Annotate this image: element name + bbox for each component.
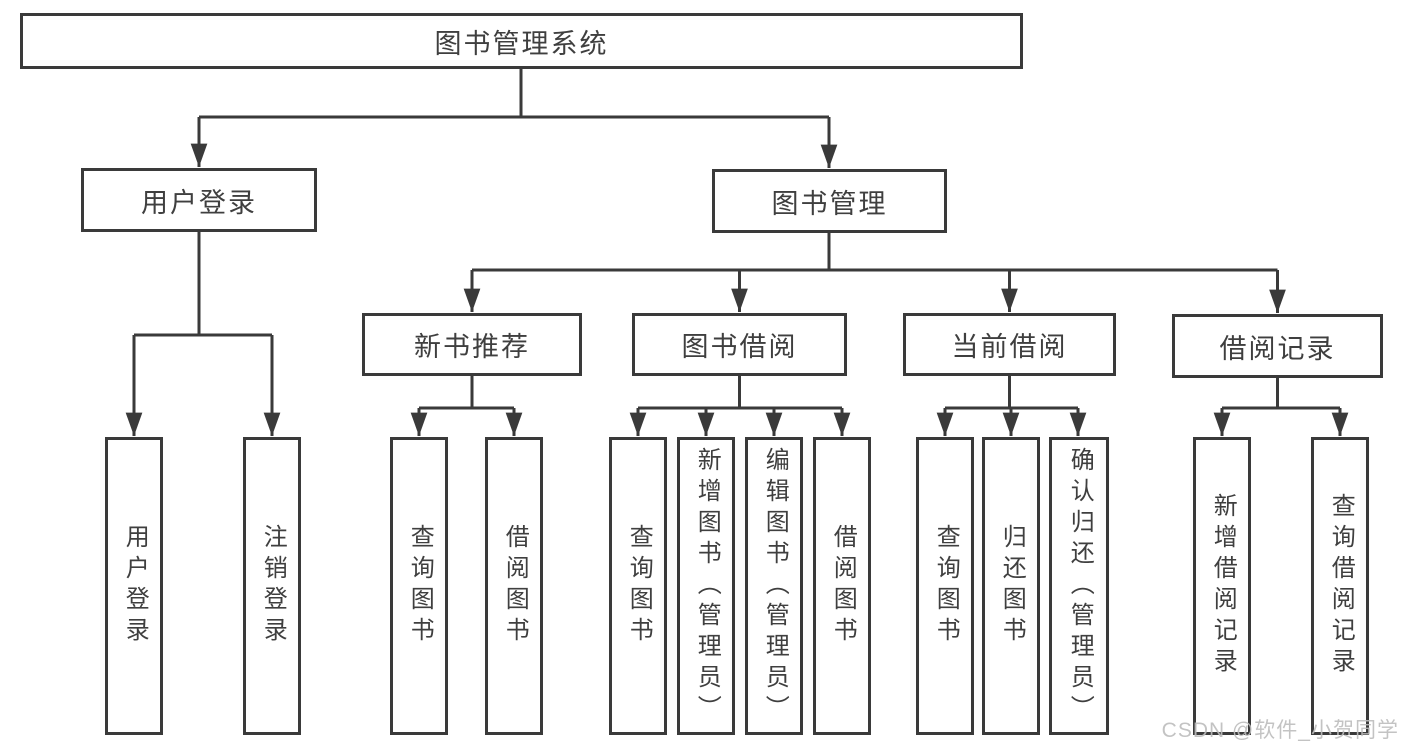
- node-user-login: 用户登录: [81, 168, 317, 232]
- connector-borrow-records: [1222, 376, 1340, 410]
- node-new-book-recommend: 新书推荐: [362, 313, 582, 376]
- leaf-add-book-admin: 新增图书（管理员）: [677, 437, 735, 735]
- leaf-add-borrow-record: 新增借阅记录: [1193, 437, 1251, 735]
- leaf-confirm-return-admin: 确认归还（管理员）: [1049, 437, 1109, 735]
- node-label: 图书借阅: [681, 332, 798, 362]
- node-borrow-records: 借阅记录: [1172, 314, 1383, 378]
- connector-user-login: [134, 232, 272, 337]
- node-library-management-system: 图书管理系统: [20, 13, 1023, 69]
- leaf-borrow-books-newrec: 借阅图书: [485, 437, 543, 735]
- connector-root: [199, 69, 829, 119]
- leaf-query-books-newrec: 查询图书: [390, 437, 448, 735]
- node-label: 借阅记录: [1219, 333, 1336, 364]
- leaf-label: 查询借阅记录: [1327, 493, 1355, 679]
- leaf-label: 注销登录: [259, 524, 287, 648]
- leaf-query-books-current: 查询图书: [916, 437, 974, 735]
- node-label: 图书管理: [771, 188, 888, 219]
- leaf-label: 借阅图书: [501, 524, 529, 648]
- leaf-query-books-borrowing: 查询图书: [609, 437, 667, 735]
- node-label: 新书推荐: [414, 332, 530, 362]
- watermark-csdn: CSDN @软件_小贺同学: [1161, 719, 1399, 742]
- node-book-borrowing: 图书借阅: [632, 313, 847, 376]
- leaf-label: 用户登录: [121, 524, 149, 648]
- leaf-label: 归还图书: [998, 524, 1026, 648]
- leaf-label: 新增图书（管理员）: [693, 446, 721, 726]
- node-label: 图书管理系统: [434, 28, 609, 59]
- connector-book-management: [472, 233, 1278, 272]
- connector-book-borrow: [638, 376, 842, 410]
- connector-new-book: [419, 376, 514, 410]
- leaf-label: 借阅图书: [829, 524, 857, 648]
- node-label: 用户登录: [141, 187, 257, 218]
- leaf-label: 查询图书: [406, 524, 434, 648]
- leaf-query-borrow-record: 查询借阅记录: [1311, 437, 1369, 735]
- leaf-label: 查询图书: [625, 524, 653, 648]
- leaf-label: 编辑图书（管理员）: [761, 446, 789, 726]
- leaf-logout: 注销登录: [243, 437, 301, 735]
- leaf-edit-book-admin: 编辑图书（管理员）: [745, 437, 803, 735]
- leaf-borrow-books-borrowing: 借阅图书: [813, 437, 871, 735]
- node-current-borrowing: 当前借阅: [903, 313, 1116, 376]
- leaf-user-login: 用户登录: [105, 437, 163, 735]
- node-label: 当前借阅: [951, 332, 1068, 362]
- connector-current-borrow: [945, 376, 1078, 410]
- leaf-label: 确认归还（管理员）: [1066, 446, 1094, 726]
- node-book-management: 图书管理: [712, 169, 947, 233]
- leaf-return-book: 归还图书: [982, 437, 1040, 735]
- leaf-label: 新增借阅记录: [1209, 493, 1237, 679]
- leaf-label: 查询图书: [932, 524, 960, 648]
